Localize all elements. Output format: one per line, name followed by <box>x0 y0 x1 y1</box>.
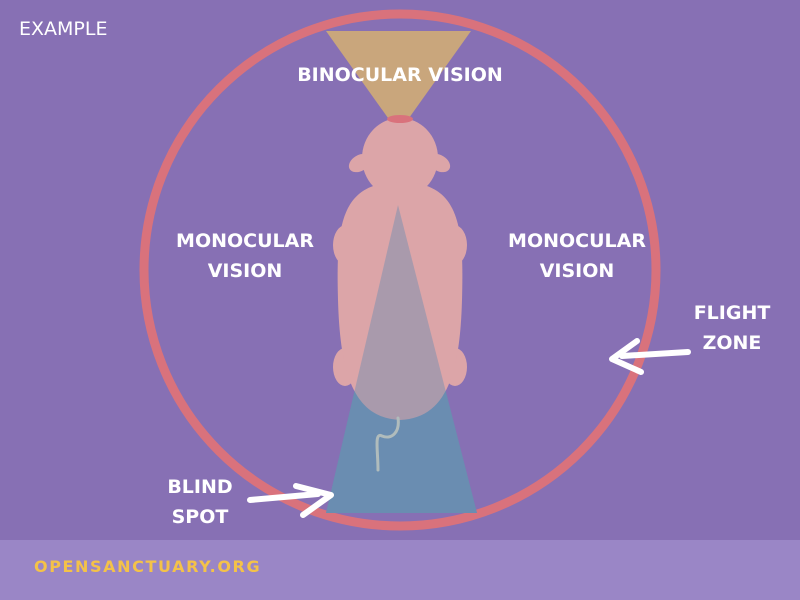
flight-zone-line-2: ZONE <box>702 332 762 354</box>
blind-spot-arrow <box>247 483 334 518</box>
binocular-vision-label: BINOCULAR VISION <box>280 60 520 90</box>
blind-spot-label: BLIND SPOT <box>150 472 250 532</box>
monocular-right-line-2: VISION <box>539 260 615 282</box>
blind-spot-line-2: SPOT <box>171 506 229 528</box>
monocular-left-line-1: MONOCULAR <box>176 230 314 252</box>
binocular-vision-zone <box>326 31 471 125</box>
tail <box>375 416 400 472</box>
footer-bar: OPENSANCTUARY.ORG <box>0 540 800 600</box>
animal-top-view <box>333 115 467 420</box>
flight-zone-line-1: FLIGHT <box>693 302 771 324</box>
monocular-right-line-1: MONOCULAR <box>508 230 646 252</box>
site-link[interactable]: OPENSANCTUARY.ORG <box>34 557 262 576</box>
monocular-vision-left-label: MONOCULAR VISION <box>160 226 330 286</box>
blind-spot-line-1: BLIND <box>167 476 233 498</box>
monocular-left-line-2: VISION <box>207 260 283 282</box>
flight-zone-label: FLIGHT ZONE <box>680 298 784 358</box>
blind-spot-overlay <box>326 205 477 513</box>
flight-zone-ring <box>139 9 661 531</box>
binocular-vision-text: BINOCULAR VISION <box>297 64 503 86</box>
example-label: EXAMPLE <box>19 18 108 40</box>
monocular-vision-right-label: MONOCULAR VISION <box>492 226 662 286</box>
flight-zone-arrow <box>609 338 691 375</box>
